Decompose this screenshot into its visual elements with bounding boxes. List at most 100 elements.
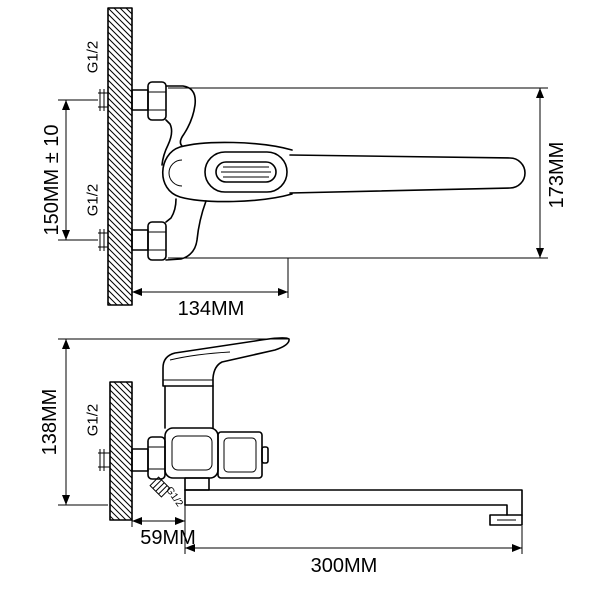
side-lever-handle bbox=[162, 337, 290, 387]
top-thread-label-upper: G1/2 bbox=[85, 41, 102, 74]
wall-hatch-line bbox=[110, 395, 132, 419]
wall-hatch-line bbox=[108, 193, 132, 219]
wall-hatch-line bbox=[108, 223, 132, 249]
spout-length-arrow-right bbox=[512, 544, 522, 552]
side-view: G1/2 bbox=[39, 337, 523, 577]
wall-hatch-line bbox=[113, 382, 132, 401]
wall-hatch-line bbox=[108, 151, 132, 177]
wall-hatch-line bbox=[108, 211, 132, 237]
lower-eccentric bbox=[131, 229, 149, 251]
wall-hatch-line bbox=[108, 175, 132, 201]
top-wall-hatch bbox=[108, 8, 132, 350]
spacing-arrow-bottom bbox=[62, 230, 70, 240]
spout-length-arrow-left bbox=[185, 544, 195, 552]
spout-connector bbox=[184, 477, 210, 491]
wall-hatch-line bbox=[125, 8, 132, 15]
wall-hatch-line bbox=[110, 540, 132, 562]
side-height-arrow-bottom bbox=[62, 495, 70, 505]
top-offset-label: 134MM bbox=[178, 298, 245, 320]
wall-hatch-line bbox=[131, 382, 132, 383]
wall-hatch-line bbox=[110, 401, 132, 425]
side-offset-arrow-left bbox=[132, 517, 142, 525]
wall-hatch-line bbox=[108, 157, 132, 183]
wall-hatch-line bbox=[108, 109, 132, 135]
wall-hatch-line bbox=[108, 259, 132, 285]
wall-hatch-line bbox=[108, 181, 132, 207]
lever-detail-line bbox=[169, 351, 231, 361]
wall-hatch-line bbox=[108, 235, 132, 261]
wall-hatch-line bbox=[108, 49, 132, 75]
wall-hatch-line bbox=[113, 8, 132, 27]
wall-hatch-line bbox=[110, 485, 132, 509]
spout-thread-line-3 bbox=[158, 485, 168, 495]
wall-hatch-line bbox=[108, 67, 132, 93]
side-wall-hatch bbox=[110, 382, 132, 562]
mixer-housing bbox=[161, 141, 293, 203]
side-spout-top-edge bbox=[184, 489, 523, 516]
wall-hatch-line bbox=[119, 382, 132, 395]
upper-arm-inner-edge bbox=[161, 119, 173, 166]
wall-hatch-line bbox=[108, 326, 132, 350]
wall-hatch-line bbox=[108, 283, 130, 305]
side-nut bbox=[147, 436, 166, 480]
wall-hatch-line bbox=[110, 467, 132, 491]
lever-handle bbox=[204, 151, 288, 193]
height-arrow-top bbox=[536, 88, 544, 98]
top-height-label: 173MM bbox=[546, 142, 568, 209]
diverter-detail bbox=[223, 437, 257, 473]
wall-hatch-line bbox=[108, 295, 118, 305]
wall-hatch-line bbox=[108, 31, 132, 57]
lower-inlet-stub bbox=[98, 229, 108, 251]
wall-hatch-line bbox=[110, 419, 132, 443]
wall-hatch-line bbox=[108, 320, 132, 344]
wall-hatch-line bbox=[108, 37, 132, 63]
wall-hatch-line bbox=[108, 85, 132, 111]
wall-hatch-line bbox=[108, 13, 132, 39]
wall-hatch-line bbox=[108, 314, 132, 338]
wall-hatch-line bbox=[108, 169, 132, 195]
side-spout-bottom-edge bbox=[184, 504, 508, 516]
wall-hatch-line bbox=[119, 8, 132, 21]
side-offset-arrow-right bbox=[175, 517, 185, 525]
side-offset-label: 59MM bbox=[140, 527, 196, 549]
wall-hatch-line bbox=[108, 139, 132, 165]
wall-hatch-line bbox=[108, 277, 132, 303]
wall-hatch-line bbox=[108, 289, 124, 305]
top-view: G1/2 G1/2 bbox=[41, 7, 568, 350]
wall-hatch-line bbox=[108, 55, 132, 81]
wall-hatch-line bbox=[110, 491, 132, 515]
wall-hatch-line bbox=[110, 461, 132, 485]
wall-hatch-line bbox=[110, 455, 132, 479]
upper-inlet-stub bbox=[98, 89, 108, 111]
wall-hatch-line bbox=[108, 79, 132, 105]
side-height-label: 138MM bbox=[39, 389, 61, 456]
wall-hatch-line bbox=[110, 431, 132, 455]
wall-hatch-line bbox=[110, 509, 121, 520]
wall-hatch-line bbox=[110, 383, 132, 407]
upper-eccentric bbox=[131, 89, 149, 111]
wall-hatch-line bbox=[110, 407, 132, 431]
upper-nut bbox=[147, 81, 167, 121]
lower-nut bbox=[147, 221, 167, 261]
side-inlet-stub bbox=[98, 449, 110, 471]
upper-arm-outer-edge bbox=[165, 85, 197, 147]
top-spout bbox=[289, 154, 526, 194]
wall-hatch-line bbox=[108, 247, 132, 273]
wall-hatch-line bbox=[110, 413, 132, 437]
wall-hatch-line bbox=[110, 534, 132, 556]
spout-thread-label: G1/2 bbox=[163, 485, 185, 509]
lower-arm-inner-edge bbox=[165, 198, 177, 223]
wall-hatch-line bbox=[110, 473, 132, 497]
lever-grip-slot bbox=[215, 161, 277, 183]
wall-hatch-line bbox=[108, 199, 132, 225]
top-thread-label-lower: G1/2 bbox=[85, 184, 102, 217]
wall-hatch-line bbox=[108, 25, 132, 51]
wall-hatch-line bbox=[110, 522, 132, 544]
wall-hatch-line bbox=[108, 121, 132, 147]
wall-hatch-line bbox=[110, 425, 132, 449]
wall-hatch-line bbox=[108, 308, 132, 332]
wall-hatch-line bbox=[108, 97, 132, 123]
wall-hatch-line bbox=[110, 449, 132, 473]
wall-hatch-line bbox=[108, 217, 132, 243]
offset-arrow-right bbox=[278, 288, 288, 296]
